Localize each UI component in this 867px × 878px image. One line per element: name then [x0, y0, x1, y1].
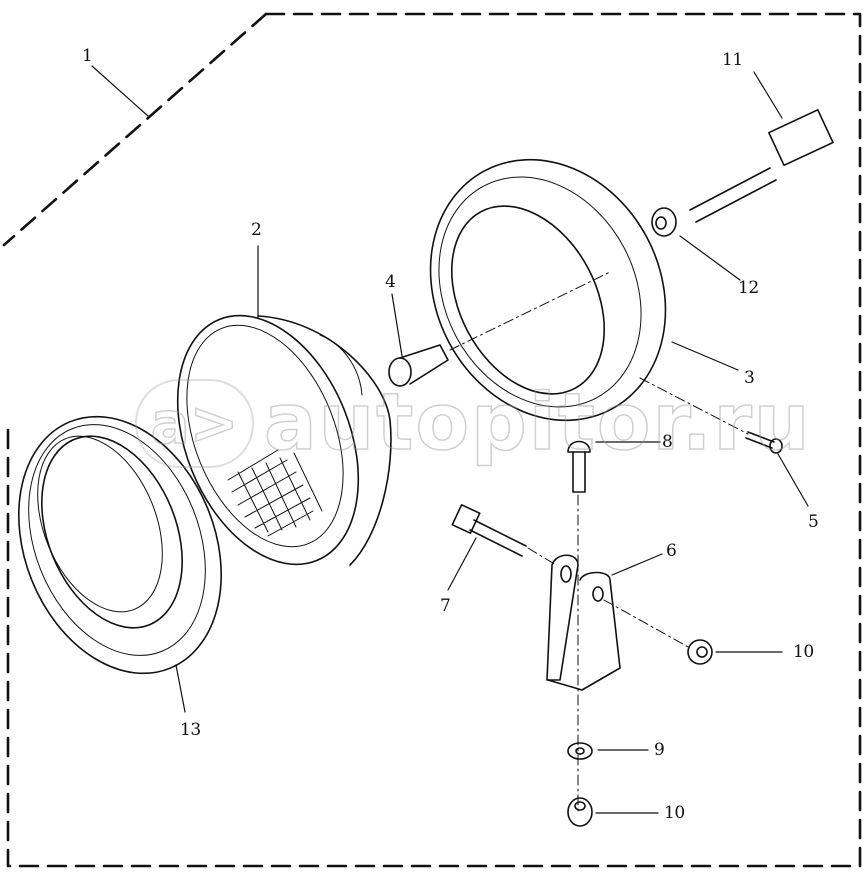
connector-harness-part-11 — [689, 109, 834, 223]
lock-nut-side-part-10 — [687, 639, 713, 665]
callout-6: 6 — [666, 541, 677, 561]
callout-8: 8 — [662, 432, 673, 452]
callout-1: 1 — [82, 46, 93, 66]
callout-7: 7 — [440, 596, 451, 616]
callout-leader-lines — [91, 65, 809, 814]
bulb-part-4 — [388, 344, 449, 387]
callout-10-side: 10 — [793, 642, 814, 662]
callout-2: 2 — [251, 220, 262, 240]
callout-9: 9 — [654, 740, 665, 760]
hex-bolt-part-7 — [451, 504, 527, 557]
retaining-ring-part-13 — [18, 415, 222, 675]
lens-reflector-part-2 — [176, 314, 392, 566]
callout-13: 13 — [180, 720, 201, 740]
carriage-bolt-part-8 — [567, 440, 591, 493]
washer-part-9 — [567, 742, 593, 760]
callout-5: 5 — [808, 512, 819, 532]
lock-nut-bottom-part-10 — [567, 797, 593, 827]
kit-boundary-border — [2, 12, 862, 868]
grommet-part-12 — [651, 207, 677, 237]
screw-part-5 — [745, 431, 783, 454]
callout-11: 11 — [722, 50, 743, 70]
mounting-bracket-part-6 — [546, 554, 621, 691]
assembly-centerlines — [449, 271, 749, 813]
lamp-housing-part-3 — [429, 158, 667, 422]
callout-4: 4 — [385, 272, 396, 292]
callout-10-bottom: 10 — [664, 803, 685, 823]
callout-3: 3 — [744, 368, 755, 388]
callout-12: 12 — [738, 278, 759, 298]
